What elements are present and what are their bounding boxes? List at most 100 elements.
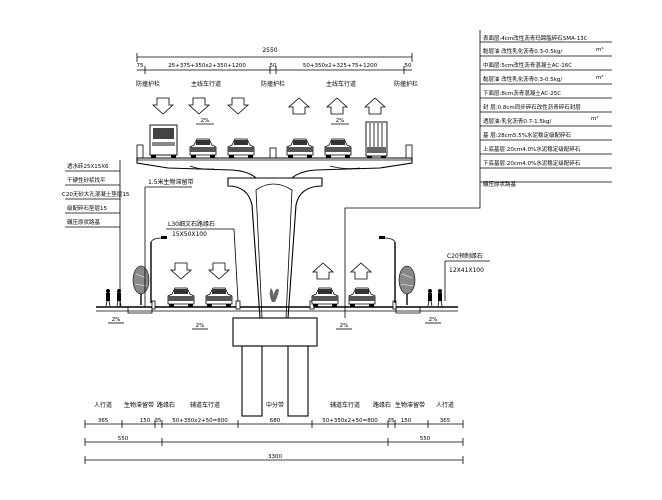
arrow-down-icon: [152, 97, 174, 115]
slope-right-lane: 2%: [340, 323, 349, 329]
pavement-layer: 中面层:5cm改性沥青混凝土AC-16C: [483, 61, 572, 69]
slope-deck-left: 2%: [201, 118, 210, 124]
dim-total-bottom: 3300: [268, 454, 282, 460]
dim-curb-left: 35: [155, 418, 162, 424]
arrow-up-icon: [288, 97, 310, 115]
sidewalk-layer: C20无砂大孔混凝土垫层15: [62, 190, 130, 198]
label-curb-left: 路缘石: [157, 401, 175, 409]
top-dimension-chain: 2550 75 25+375+350x2+350+1200 50 50+350x…: [137, 47, 413, 74]
unit-label: m²: [596, 46, 604, 53]
ground-slopes: 2% 2% 2% 2%: [108, 317, 441, 330]
arrow-up-icon: [312, 262, 334, 280]
car-icon: [167, 287, 195, 307]
bridge-deck: [136, 144, 413, 179]
car-icon: [286, 138, 314, 158]
pavement-layer: 上底基层:20cm4.0%水泥稳定级配碎石: [483, 145, 581, 153]
arrow-down-icon: [208, 262, 230, 280]
arrow-up-icon: [364, 97, 386, 115]
bottom-labels: 人行道 生物滞留带 路缘石 辅道车行道 中分带 辅道车行道 路缘石 生物滞留带 …: [94, 401, 454, 409]
arrow-down-icon: [227, 97, 249, 115]
label-right-rail: 防撞护栏: [394, 80, 418, 88]
dim-curb-right: 35: [388, 418, 395, 424]
car-icon: [348, 287, 376, 307]
unit-label: m²: [591, 115, 599, 122]
sidewalk-layer: 级配碎石垫层15: [67, 204, 107, 212]
label-bio-left: 生物滞留带: [124, 401, 154, 409]
top-right-group-dim: 50+350x2+325+75+1200: [303, 63, 378, 69]
label-lane-right: 辅道车行道: [330, 401, 360, 409]
pavement-layer: 下面层:8cm沥青混凝土AC-25C: [483, 89, 561, 97]
deck-direction-arrows: [152, 97, 386, 115]
pier: [227, 177, 323, 417]
pavement-layer: 透层油:乳化沥青0.7-1.5kg/: [483, 117, 552, 125]
ground-road: [96, 300, 458, 314]
pedestrians-left: [105, 289, 122, 307]
label-walk-right: 人行道: [436, 401, 454, 409]
label-right-mainlane: 主线车行道: [326, 80, 356, 88]
top-section-labels: 防撞护栏 主线车行道 防撞护栏 主线车行道 防撞护栏: [136, 80, 418, 88]
dim-lane-right: 50+350x2+50=800: [322, 418, 378, 424]
pavement-layer: 封 层:0.8cm同步碎石改性沥青碎石封层: [483, 103, 581, 111]
dim-lane-left: 50+350x2+50=800: [172, 418, 228, 424]
sidewalk-layer: 碾压原状路基: [67, 218, 101, 226]
slope-left-walk: 2%: [112, 317, 121, 323]
pedestrians-right: [427, 289, 443, 307]
slope-deck-right: 2%: [336, 118, 345, 124]
curb-left-line2: 15X50X100: [172, 231, 207, 238]
car-icon: [311, 287, 339, 307]
car-icon: [189, 138, 217, 158]
label-median: 中分带: [266, 401, 284, 409]
label-lane-left: 辅道车行道: [190, 401, 220, 409]
tree-icon: [398, 265, 416, 305]
top-left-edge-dim: 75: [137, 63, 144, 69]
sidewalk-layer: 透水砖25X15X6: [67, 162, 109, 170]
bus-icon: [149, 124, 178, 158]
top-center-edge-dim: 50: [270, 63, 277, 69]
bottom-dimension-chain: 365 150 35 50+350x2+50=800 680 50+350x2+…: [84, 418, 464, 464]
slope-right-walk: 2%: [429, 317, 438, 323]
tree-icon: [132, 265, 150, 305]
pavement-layer: 表面层:4cm改性沥青玛蹄脂碎石SMA-13C: [483, 34, 588, 42]
pavement-layer: 下底基层:20cm4.0%水泥稳定级配碎石: [483, 159, 581, 167]
arrow-up-icon: [350, 262, 372, 280]
street-lamp-icon: [379, 236, 396, 303]
label-walk-left: 人行道: [94, 401, 112, 409]
car-icon: [205, 287, 233, 307]
pavement-layer: 黏层油 改性乳化沥青0.3-0.5kg/: [483, 47, 562, 55]
arrow-up-icon: [326, 97, 348, 115]
curb-left-line1: L30细文石路缘石: [168, 220, 215, 228]
bio-strip-callout: 1.5米生物滞留带: [144, 178, 194, 307]
curb-left-callout: L30细文石路缘石 15X50X100: [166, 220, 239, 302]
dim-left-sub: 550: [118, 436, 129, 442]
deck-vehicles: [149, 121, 388, 159]
street-lamp-icon: [150, 236, 167, 303]
dim-median: 680: [270, 418, 281, 424]
unit-label: m²: [596, 74, 604, 81]
top-left-group-dim: 25+375+350x2+350+1200: [168, 63, 246, 69]
label-bio-right: 生物滞留带: [395, 401, 425, 409]
pavement-layer: 黏层油 改性乳化沥青0.3-0.5kg/: [483, 75, 562, 83]
sidewalk-layer: 干硬性砂浆找平: [67, 176, 106, 184]
dim-right-sub: 550: [420, 436, 431, 442]
dim-walk-right: 365: [440, 418, 451, 424]
truck-icon: [365, 121, 388, 159]
pavement-layer: 碾压原状路基: [483, 180, 517, 188]
dim-bio-right: 150: [401, 418, 412, 424]
arrow-down-icon: [188, 97, 210, 115]
bio-strip-label: 1.5米生物滞留带: [148, 178, 194, 186]
curb-right-callout: C20预制缘石 12X41X100: [444, 252, 490, 301]
dim-bio-left: 150: [140, 418, 151, 424]
car-icon: [227, 138, 255, 158]
label-center-rail: 防撞护栏: [261, 80, 285, 88]
shrub-icon: [269, 288, 279, 302]
top-total-dim: 2550: [262, 47, 277, 54]
pavement-layer: 基 层:28cm5.5%水泥稳定级配碎石: [483, 131, 571, 139]
label-left-mainlane: 主线车行道: [191, 80, 221, 88]
label-curb-right: 路缘石: [373, 401, 391, 409]
car-icon: [324, 138, 352, 158]
curb-right-line1: C20预制缘石: [447, 252, 483, 260]
pavement-layer-table: 表面层:4cm改性沥青玛蹄脂碎石SMA-13C 黏层油 改性乳化沥青0.3-0.…: [344, 30, 612, 318]
slope-left-lane: 2%: [196, 323, 205, 329]
sidewalk-layer-table: 透水砖25X15X6 干硬性砂浆找平 C20无砂大孔混凝土垫层15 级配碎石垫层…: [62, 160, 130, 307]
